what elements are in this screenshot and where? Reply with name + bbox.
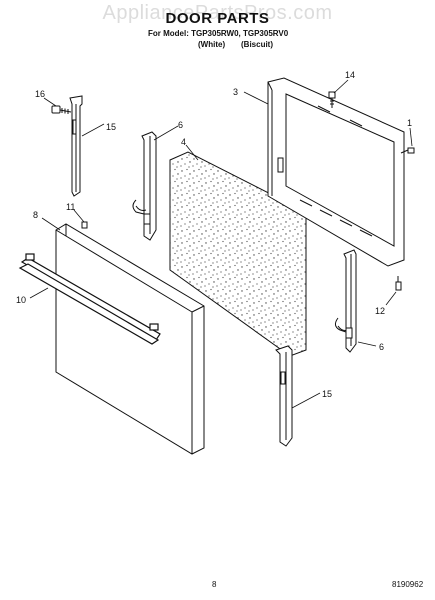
callout-16: 16 [35, 89, 45, 99]
callout-3: 3 [233, 87, 238, 97]
finish-biscuit: (Biscuit) [241, 40, 273, 49]
model-line: For Model: TGP305RW0, TGP305RV0 [148, 29, 289, 38]
part-4-insulation [169, 151, 307, 357]
part-1-screw [400, 147, 415, 154]
part-14-screw [328, 91, 336, 108]
part-6-hinge-left [132, 131, 157, 241]
part-16-screw [51, 105, 72, 114]
callout-6-upper: 6 [178, 120, 183, 130]
diagram-title: DOOR PARTS [165, 10, 270, 27]
part-10-door-handle [18, 253, 161, 345]
callout-15-upper: 15 [106, 122, 116, 132]
callout-10: 10 [16, 295, 26, 305]
leader-lines [29, 79, 413, 409]
document-number: 8190962 [392, 580, 424, 589]
callout-8: 8 [33, 210, 38, 220]
part-15-hinge-receiver-right [275, 345, 293, 447]
part-6-hinge-right [334, 249, 357, 353]
part-15-hinge-receiver-left [69, 95, 83, 197]
callout-11: 11 [66, 202, 75, 212]
part-12-screw [395, 276, 402, 291]
callout-14: 14 [345, 70, 355, 80]
part-3-inner-liner [267, 77, 405, 267]
page-number: 8 [212, 580, 217, 589]
callout-4: 4 [181, 137, 186, 147]
callout-1: 1 [407, 118, 412, 128]
callout-12: 12 [375, 306, 385, 316]
callout-6-lower: 6 [379, 342, 384, 352]
callout-15-lower: 15 [322, 389, 332, 399]
part-8-outer-door [55, 223, 205, 455]
watermark: AppliancePartsPros.com [102, 2, 333, 24]
finish-white: (White) [198, 40, 226, 49]
part-11-screw [81, 221, 88, 229]
